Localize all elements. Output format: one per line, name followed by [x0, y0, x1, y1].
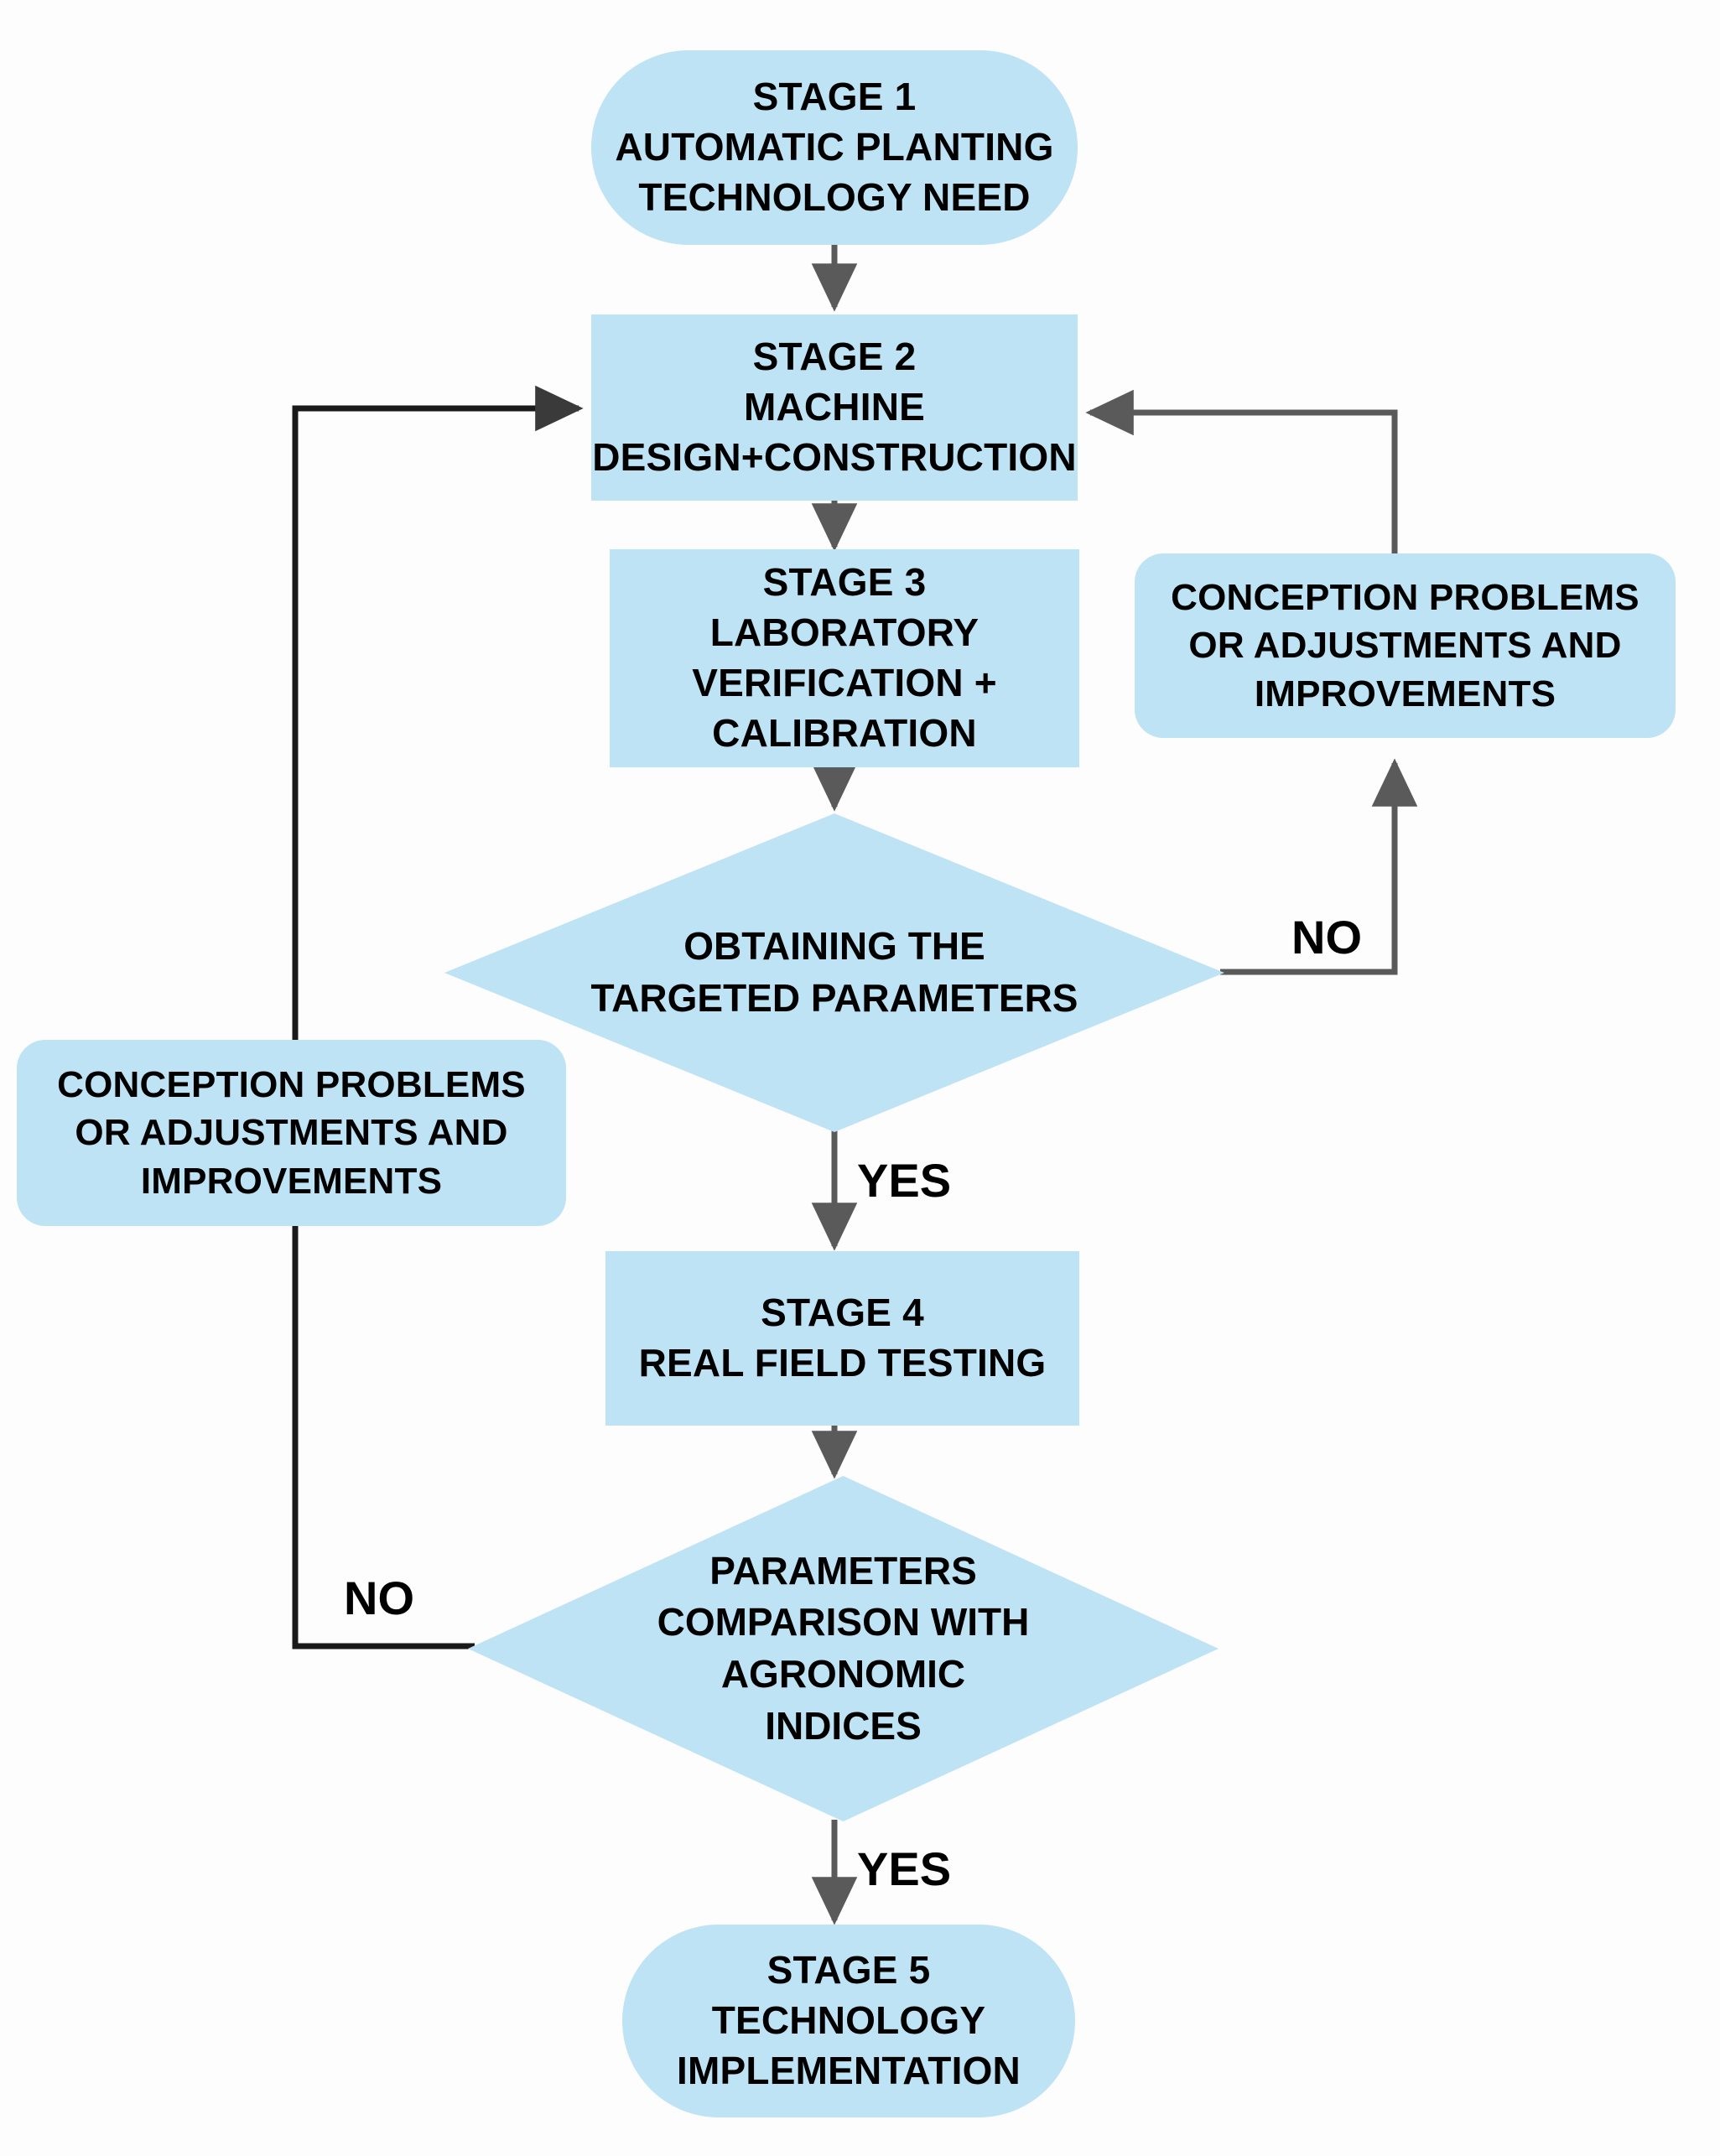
node-stage-5[interactable]: STAGE 5 TECHNOLOGY IMPLEMENTATION	[622, 1925, 1075, 2117]
node-stage-4[interactable]: STAGE 4 REAL FIELD TESTING	[605, 1251, 1079, 1426]
branch-label-decision2-yes: YES	[857, 1842, 952, 1895]
edge-decision1-no-to-note-right	[1220, 758, 1418, 975]
edge-decision2-no-to-stage2	[292, 385, 584, 1649]
branch-label-decision1-no: NO	[1291, 911, 1362, 964]
node-conception-problems-right[interactable]: CONCEPTION PROBLEMS OR ADJUSTMENTS AND I…	[1135, 553, 1676, 738]
node-stage-1[interactable]: STAGE 1 AUTOMATIC PLANTING TECHNOLOGY NE…	[591, 50, 1078, 245]
node-stage-2[interactable]: STAGE 2 MACHINE DESIGN+CONSTRUCTION	[591, 314, 1078, 501]
branch-label-decision1-yes: YES	[857, 1154, 952, 1207]
branch-label-decision2-no: NO	[344, 1572, 414, 1624]
node-stage-3[interactable]: STAGE 3 LABORATORY VERIFICATION + CALIBR…	[610, 549, 1079, 767]
edge-note-right-to-stage2	[1085, 389, 1398, 553]
node-conception-problems-left[interactable]: CONCEPTION PROBLEMS OR ADJUSTMENTS AND I…	[17, 1040, 566, 1226]
